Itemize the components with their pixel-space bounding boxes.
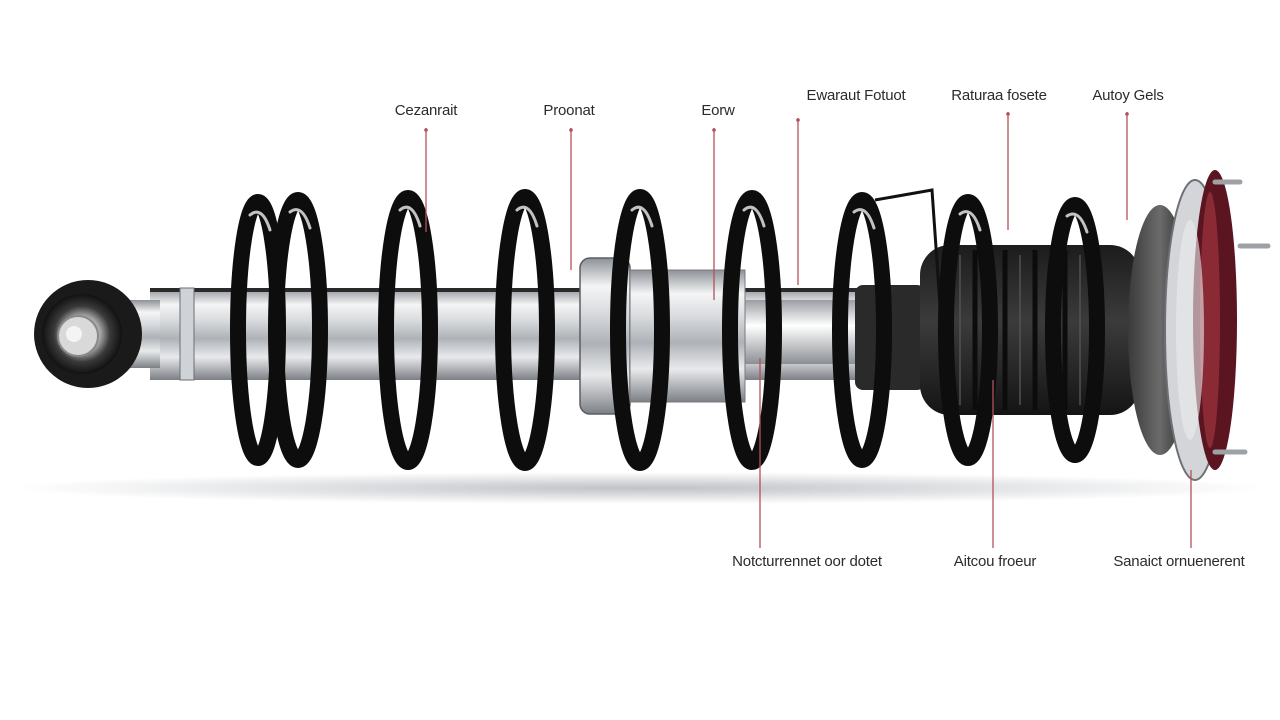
callout-label-7: Notcturrennet oor dotet bbox=[732, 553, 882, 570]
floor-shadow bbox=[10, 472, 1270, 504]
callout-label-9: Sanaict ornuenerent bbox=[1113, 553, 1245, 570]
callout-label-5: Raturaa fosete bbox=[951, 87, 1047, 104]
bracket-outline bbox=[874, 188, 942, 306]
callout-label-8: Aitcou froeur bbox=[953, 553, 1037, 570]
callout-leader-lines bbox=[425, 112, 1192, 548]
callout-label-6: Autoy Gels bbox=[1092, 87, 1164, 104]
callout-label-3: Eorw bbox=[701, 102, 735, 119]
mount-studs bbox=[1212, 179, 1271, 455]
callout-label-2: Proonat bbox=[543, 102, 595, 119]
callout-label-1: Cezanrait bbox=[394, 102, 458, 119]
lower-eye-mount bbox=[34, 280, 160, 388]
top-mount bbox=[1128, 170, 1271, 481]
coil-spring bbox=[230, 189, 1105, 471]
callout-label-4: Ewaraut Fotuot bbox=[806, 87, 906, 104]
